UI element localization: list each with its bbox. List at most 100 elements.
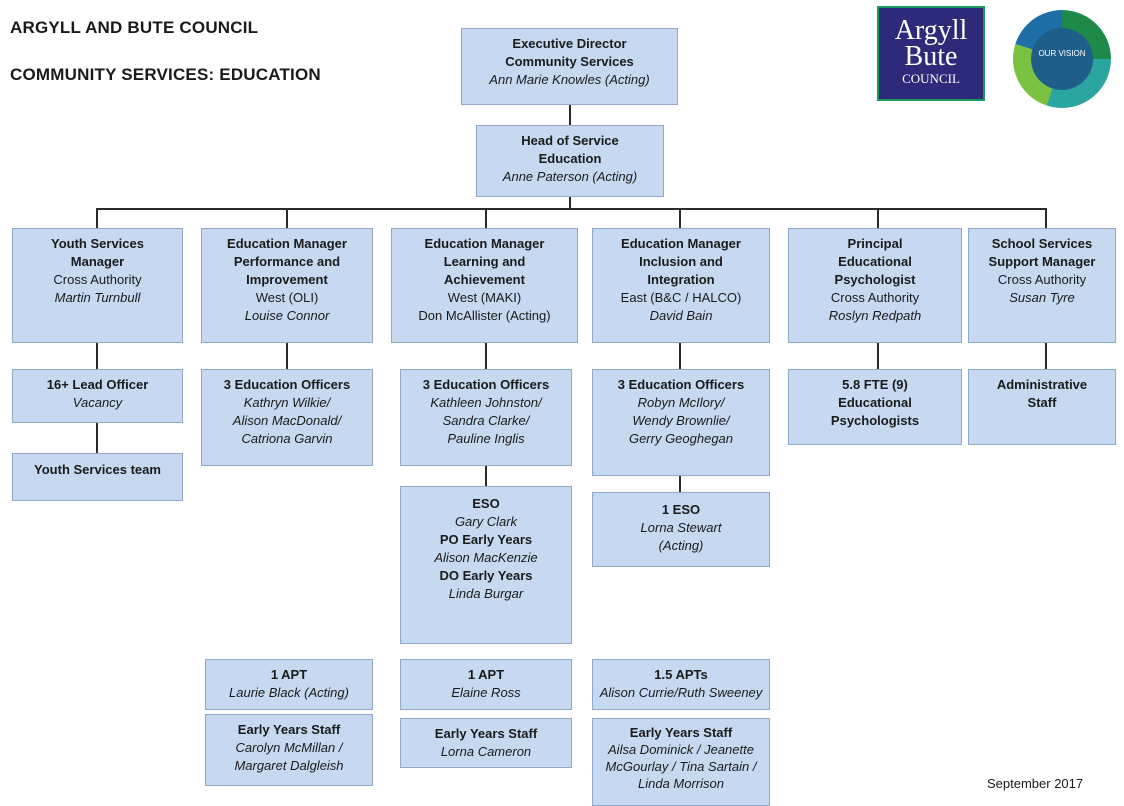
role-title: Integration [647, 272, 715, 287]
role-title: Inclusion and [639, 254, 723, 269]
role-title: Educational [838, 254, 912, 269]
connector-line [485, 343, 487, 369]
area: East (B&C / HALCO) [620, 290, 742, 305]
node-education-officers-inclusion: 3 Education Officers Robyn McIlory/ Wend… [592, 369, 770, 476]
person-name: Ann Marie Knowles (Acting) [489, 72, 650, 87]
node-early-years-staff-inclusion: Early Years Staff Ailsa Dominick / Jeane… [592, 718, 770, 806]
person-name: Anne Paterson (Acting) [502, 169, 638, 184]
connector-line [485, 208, 487, 228]
connector-line [286, 343, 288, 369]
connector-line [485, 466, 487, 486]
connector-line [1045, 343, 1047, 369]
node-apt-learning: 1 APT Elaine Ross [400, 659, 572, 710]
role-title: Early Years Staff [237, 722, 341, 737]
role-title: DO Early Years [439, 568, 533, 583]
role-title: Early Years Staff [629, 725, 733, 740]
logo-text-line: Argyll [894, 15, 968, 46]
node-manager-performance: Education Manager Performance and Improv… [201, 228, 373, 343]
area: Cross Authority [53, 272, 142, 287]
node-education-officers-learning: 3 Education Officers Kathleen Johnston/ … [400, 369, 572, 466]
role-title: Manager [70, 254, 125, 269]
logo-text-line: COUNCIL [902, 71, 960, 86]
connector-line [96, 343, 98, 369]
node-education-officers-performance: 3 Education Officers Kathryn Wilkie/ Ali… [201, 369, 373, 466]
role-title: Improvement [246, 272, 328, 287]
connector-line [569, 105, 571, 125]
area: West (OLI) [255, 290, 319, 305]
node-educational-psychologists: 5.8 FTE (9) Educational Psychologists [788, 369, 962, 445]
person-name: Lorna Cameron [440, 744, 532, 759]
role-title: 1.5 APTs [654, 667, 708, 682]
person-name: Gerry Geoghegan [628, 431, 734, 446]
role-title: Education Manager [621, 236, 741, 251]
role-title: Youth Services team [34, 462, 161, 477]
connector-line [679, 476, 681, 492]
org-title: ARGYLL AND BUTE COUNCIL [10, 18, 259, 37]
node-manager-learning: Education Manager Learning and Achieveme… [391, 228, 578, 343]
person-name: Louise Connor [244, 308, 330, 323]
node-early-years-staff-performance: Early Years Staff Carolyn McMillan / Mar… [205, 714, 373, 786]
role-title: Principal [847, 236, 903, 251]
person-name: Don McAllister (Acting) [418, 308, 551, 323]
person-name: Carolyn McMillan / [235, 740, 343, 755]
role-title: 1 ESO [661, 502, 701, 517]
area: West (MAKI) [447, 290, 522, 305]
node-youth-services-team: Youth Services team [12, 453, 183, 501]
area: Cross Authority [830, 290, 920, 305]
person-name: Kathryn Wilkie/ [243, 395, 331, 410]
role-title: 1 APT [467, 667, 505, 682]
person-name: Vacancy [72, 395, 123, 410]
node-1-eso: 1 ESO Lorna Stewart (Acting) [592, 492, 770, 567]
role-title: Education Manager [227, 236, 347, 251]
role-title: 3 Education Officers [223, 377, 351, 392]
person-name: Linda Burgar [448, 586, 524, 601]
node-apt-performance: 1 APT Laurie Black (Acting) [205, 659, 373, 710]
connector-line [569, 197, 571, 209]
person-name: Alison MacKenzie [434, 550, 538, 565]
dept-title: COMMUNITY SERVICES: EDUCATION [10, 65, 321, 84]
role-title: 5.8 FTE (9) [842, 377, 908, 392]
person-name: David Bain [649, 308, 713, 323]
connector-line [1045, 208, 1047, 228]
area: Cross Authority [997, 272, 1087, 287]
role-title: Early Years Staff [434, 726, 538, 741]
role-title: Performance and [233, 254, 341, 269]
node-manager-inclusion: Education Manager Inclusion and Integrat… [592, 228, 770, 343]
role-title: ESO [472, 496, 500, 511]
person-name: Roslyn Redpath [828, 308, 922, 323]
person-name: Martin Turnbull [54, 290, 141, 305]
our-vision-logo: OUR VISION [1013, 10, 1111, 108]
connector-line [877, 343, 879, 369]
person-name: Kathleen Johnston/ [430, 395, 542, 410]
role-title: Executive Director [512, 36, 627, 51]
role-title: Community Services [505, 54, 634, 69]
node-16-plus-lead-officer: 16+ Lead Officer Vacancy [12, 369, 183, 423]
node-eso-early-years: ESO Gary Clark PO Early Years Alison Mac… [400, 486, 572, 644]
person-name: Lorna Stewart [640, 520, 722, 535]
person-name: Susan Tyre [1009, 290, 1075, 305]
person-name: Elaine Ross [451, 685, 521, 700]
role-title: Education [538, 151, 602, 166]
logo-text-line: Bute [904, 41, 958, 72]
role-title: Psychologist [834, 272, 916, 287]
person-name: McGourlay / Tina Sartain / [605, 759, 757, 774]
node-executive-director: Executive Director Community Services An… [461, 28, 678, 105]
node-school-services-manager: School Services Support Manager Cross Au… [968, 228, 1116, 343]
person-name: Ailsa Dominick / Jeanette [608, 742, 754, 757]
role-title: School Services [991, 236, 1093, 251]
node-principal-psychologist: Principal Educational Psychologist Cross… [788, 228, 962, 343]
document-date: September 2017 [987, 776, 1084, 791]
role-title: Psychologists [830, 413, 920, 428]
role-title: Support Manager [988, 254, 1096, 269]
connector-line [286, 208, 288, 228]
person-name: Gary Clark [454, 514, 518, 529]
connector-line [679, 208, 681, 228]
connector-line [877, 208, 879, 228]
logo-text: OUR VISION [1038, 49, 1086, 58]
role-title: 3 Education Officers [617, 377, 745, 392]
node-youth-services-manager: Youth Services Manager Cross Authority M… [12, 228, 183, 343]
role-title: Youth Services [51, 236, 144, 251]
role-title: 3 Education Officers [422, 377, 550, 392]
person-name: Laurie Black (Acting) [229, 685, 349, 700]
connector-line [96, 208, 1046, 210]
